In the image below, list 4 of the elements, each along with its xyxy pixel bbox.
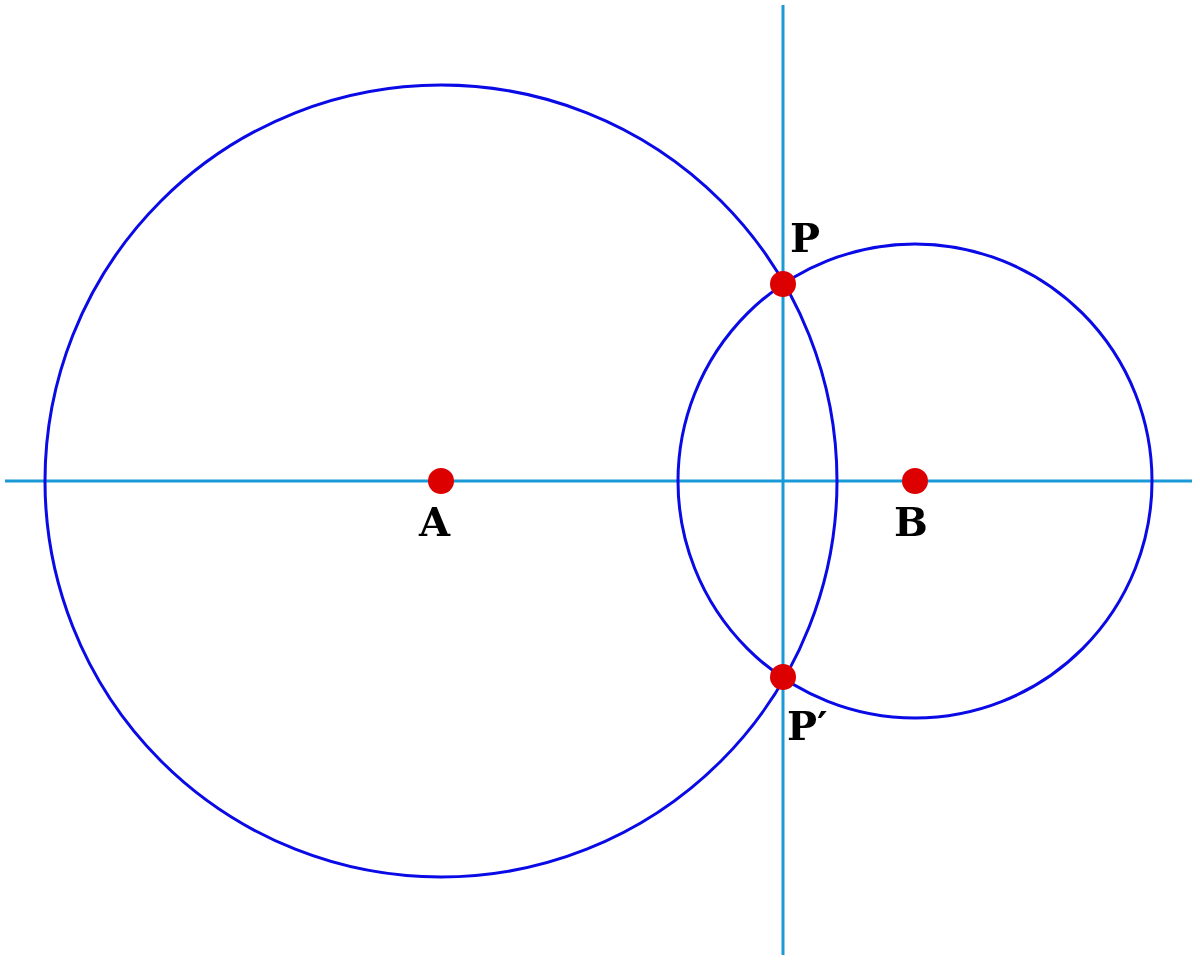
point-label: P′ bbox=[787, 706, 828, 746]
point-label: B bbox=[894, 502, 928, 542]
point-label: P bbox=[790, 218, 821, 258]
point-label: A bbox=[419, 502, 451, 542]
